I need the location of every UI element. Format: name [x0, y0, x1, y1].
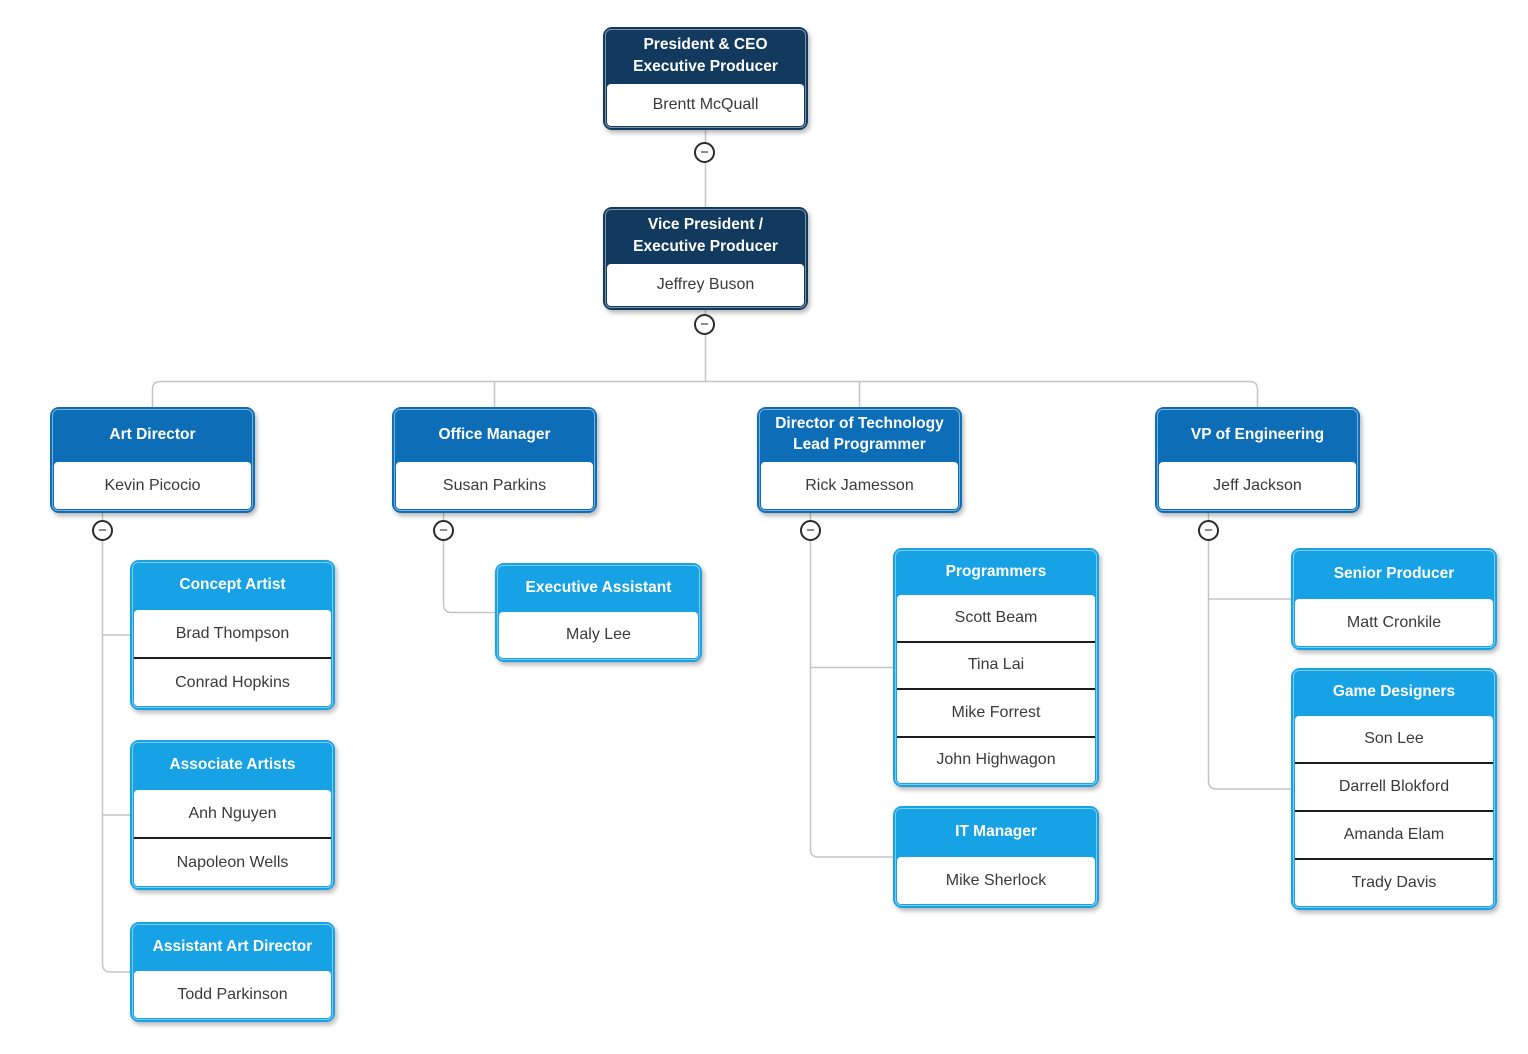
member-name: Trady Davis	[1295, 858, 1493, 906]
node-title: Programmers	[945, 562, 1047, 580]
node-title: Assistant Art Director	[152, 937, 313, 955]
node-members: Matt Cronkile	[1295, 599, 1493, 646]
org-node-programmers[interactable]: Programmers Scott Beam Tina Lai Mike For…	[893, 548, 1099, 787]
node-title: Vice President / Executive Producer	[633, 215, 778, 255]
minus-icon: −	[700, 315, 709, 333]
org-node-concept-artist[interactable]: Concept Artist Brad Thompson Conrad Hopk…	[130, 560, 335, 710]
minus-icon: −	[439, 521, 448, 539]
node-members: Maly Lee	[499, 612, 698, 658]
member-name: Amanda Elam	[1295, 810, 1493, 858]
node-title: Director of Technology Lead Programmer	[775, 415, 944, 453]
member-name: Maly Lee	[566, 626, 631, 643]
org-node-game-designers[interactable]: Game Designers Son Lee Darrell Blokford …	[1291, 668, 1497, 910]
node-members: Brentt McQuall	[607, 84, 804, 126]
member-name: Matt Cronkile	[1346, 613, 1442, 631]
node-title: IT Manager	[955, 822, 1037, 840]
member-name: Tina Lai	[897, 640, 1095, 689]
org-node-associate-artists[interactable]: Associate Artists Anh Nguyen Napoleon We…	[130, 740, 335, 890]
node-members: Brad Thompson Conrad Hopkins	[134, 610, 331, 706]
collapse-button-director-technology[interactable]: −	[800, 520, 821, 541]
org-node-assistant-art-director[interactable]: Assistant Art Director Todd Parkinson	[130, 922, 335, 1022]
member-name: Todd Parkinson	[177, 985, 288, 1003]
collapse-button-vice-president[interactable]: −	[694, 314, 715, 335]
minus-icon: −	[98, 521, 107, 539]
node-title: Senior Producer	[1333, 564, 1455, 582]
node-title: Art Director	[109, 425, 196, 443]
member-name: Anh Nguyen	[188, 804, 277, 822]
member-name: Napoleon Wells	[134, 837, 331, 886]
org-node-vp-engineering[interactable]: VP of Engineering Jeff Jackson	[1155, 407, 1360, 513]
member-name: Darrell Blokford	[1295, 762, 1493, 810]
node-title: Game Designers	[1332, 683, 1456, 701]
node-members: Jeff Jackson	[1159, 462, 1356, 509]
minus-icon: −	[1204, 521, 1213, 539]
member-name: John Highwagon	[897, 735, 1095, 784]
member-name: Conrad Hopkins	[134, 657, 331, 706]
member-name: Mike Forrest	[897, 688, 1095, 736]
node-title: Associate Artists	[169, 756, 296, 774]
member-name: Brentt McQuall	[652, 96, 759, 113]
org-node-director-technology[interactable]: Director of Technology Lead Programmer R…	[757, 407, 962, 513]
node-members: Scott Beam Tina Lai Mike Forrest John Hi…	[897, 595, 1095, 783]
org-node-president[interactable]: President & CEO Executive Producer Brent…	[603, 27, 808, 130]
collapse-button-art-director[interactable]: −	[92, 520, 113, 541]
minus-icon: −	[806, 521, 815, 539]
member-name: Brad Thompson	[175, 624, 290, 642]
node-title: Office Manager	[438, 425, 551, 443]
node-members: Mike Sherlock	[897, 857, 1095, 904]
node-title: Executive Assistant	[525, 578, 672, 596]
member-name: Mike Sherlock	[945, 871, 1047, 889]
node-title: VP of Engineering	[1190, 425, 1325, 443]
node-members: Rick Jamesson	[761, 462, 958, 509]
org-node-vice-president[interactable]: Vice President / Executive Producer Jeff…	[603, 207, 808, 310]
member-name: Scott Beam	[954, 608, 1038, 626]
node-members: Son Lee Darrell Blokford Amanda Elam Tra…	[1295, 716, 1493, 906]
collapse-button-vp-engineering[interactable]: −	[1198, 520, 1219, 541]
member-name: Kevin Picocio	[104, 476, 201, 494]
member-name: Rick Jamesson	[805, 476, 914, 494]
node-members: Jeffrey Buson	[607, 264, 804, 306]
node-members: Anh Nguyen Napoleon Wells	[134, 790, 331, 886]
org-node-office-manager[interactable]: Office Manager Susan Parkins	[392, 407, 597, 513]
node-members: Kevin Picocio	[54, 462, 251, 509]
node-title: President & CEO Executive Producer	[633, 35, 778, 75]
node-title: Concept Artist	[179, 576, 286, 594]
member-name: Jeffrey Buson	[656, 276, 755, 293]
org-node-executive-assistant[interactable]: Executive Assistant Maly Lee	[495, 563, 702, 662]
org-node-senior-producer[interactable]: Senior Producer Matt Cronkile	[1291, 548, 1497, 650]
collapse-button-president[interactable]: −	[694, 142, 715, 163]
member-name: Jeff Jackson	[1213, 476, 1302, 494]
org-node-art-director[interactable]: Art Director Kevin Picocio	[50, 407, 255, 513]
member-name: Susan Parkins	[442, 476, 547, 494]
member-name: Son Lee	[1364, 730, 1424, 747]
org-node-it-manager[interactable]: IT Manager Mike Sherlock	[893, 806, 1099, 908]
minus-icon: −	[700, 143, 709, 161]
node-members: Todd Parkinson	[134, 971, 331, 1018]
collapse-button-office-manager[interactable]: −	[433, 520, 454, 541]
node-members: Susan Parkins	[396, 462, 593, 509]
